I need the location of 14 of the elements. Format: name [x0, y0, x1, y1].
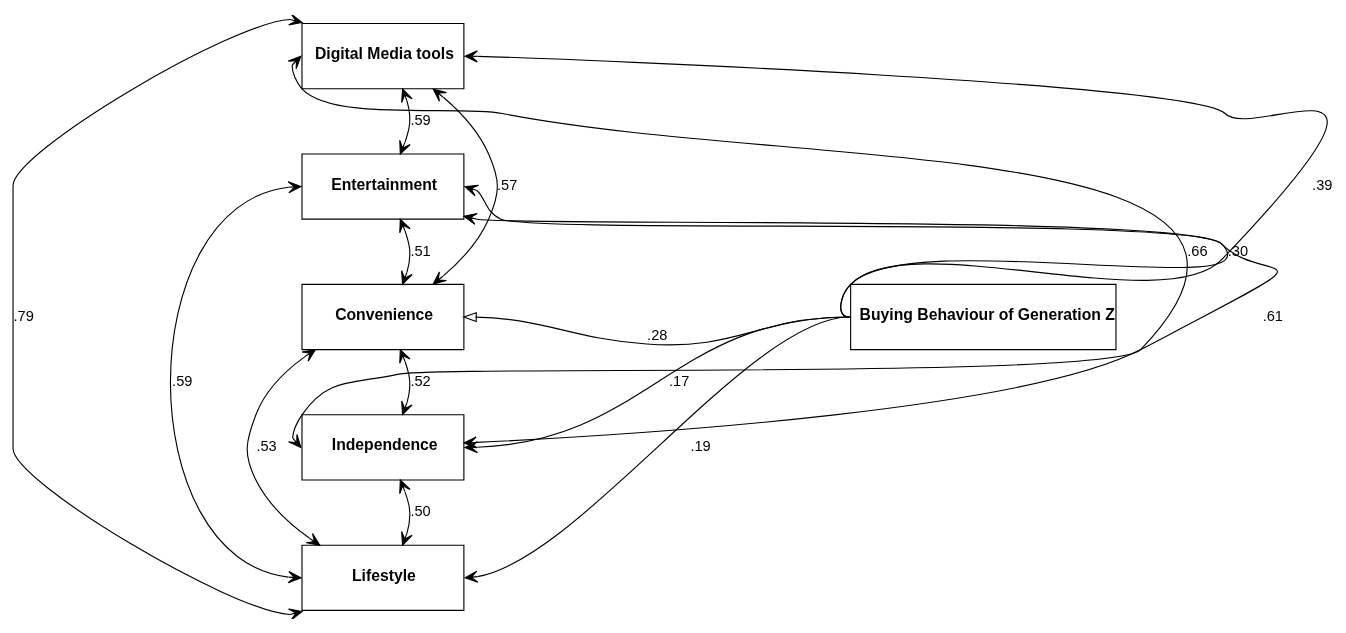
- edge-label: .57: [497, 176, 518, 193]
- edge-label: .50: [410, 502, 431, 519]
- edge-label: .59: [172, 372, 193, 389]
- edge-label: .39: [1312, 176, 1333, 193]
- edge-label: .52: [410, 372, 431, 389]
- edge-label: .53: [256, 437, 277, 454]
- edge-label: .79: [13, 307, 34, 324]
- edge-label: .61: [1262, 307, 1283, 324]
- edge-label: .51: [410, 242, 431, 259]
- edge-label: .66: [1187, 242, 1208, 259]
- edge-label: .59: [410, 111, 431, 128]
- edge-label: .28: [647, 326, 668, 343]
- edge-label: .17: [669, 372, 690, 389]
- edge-label: .19: [690, 437, 711, 454]
